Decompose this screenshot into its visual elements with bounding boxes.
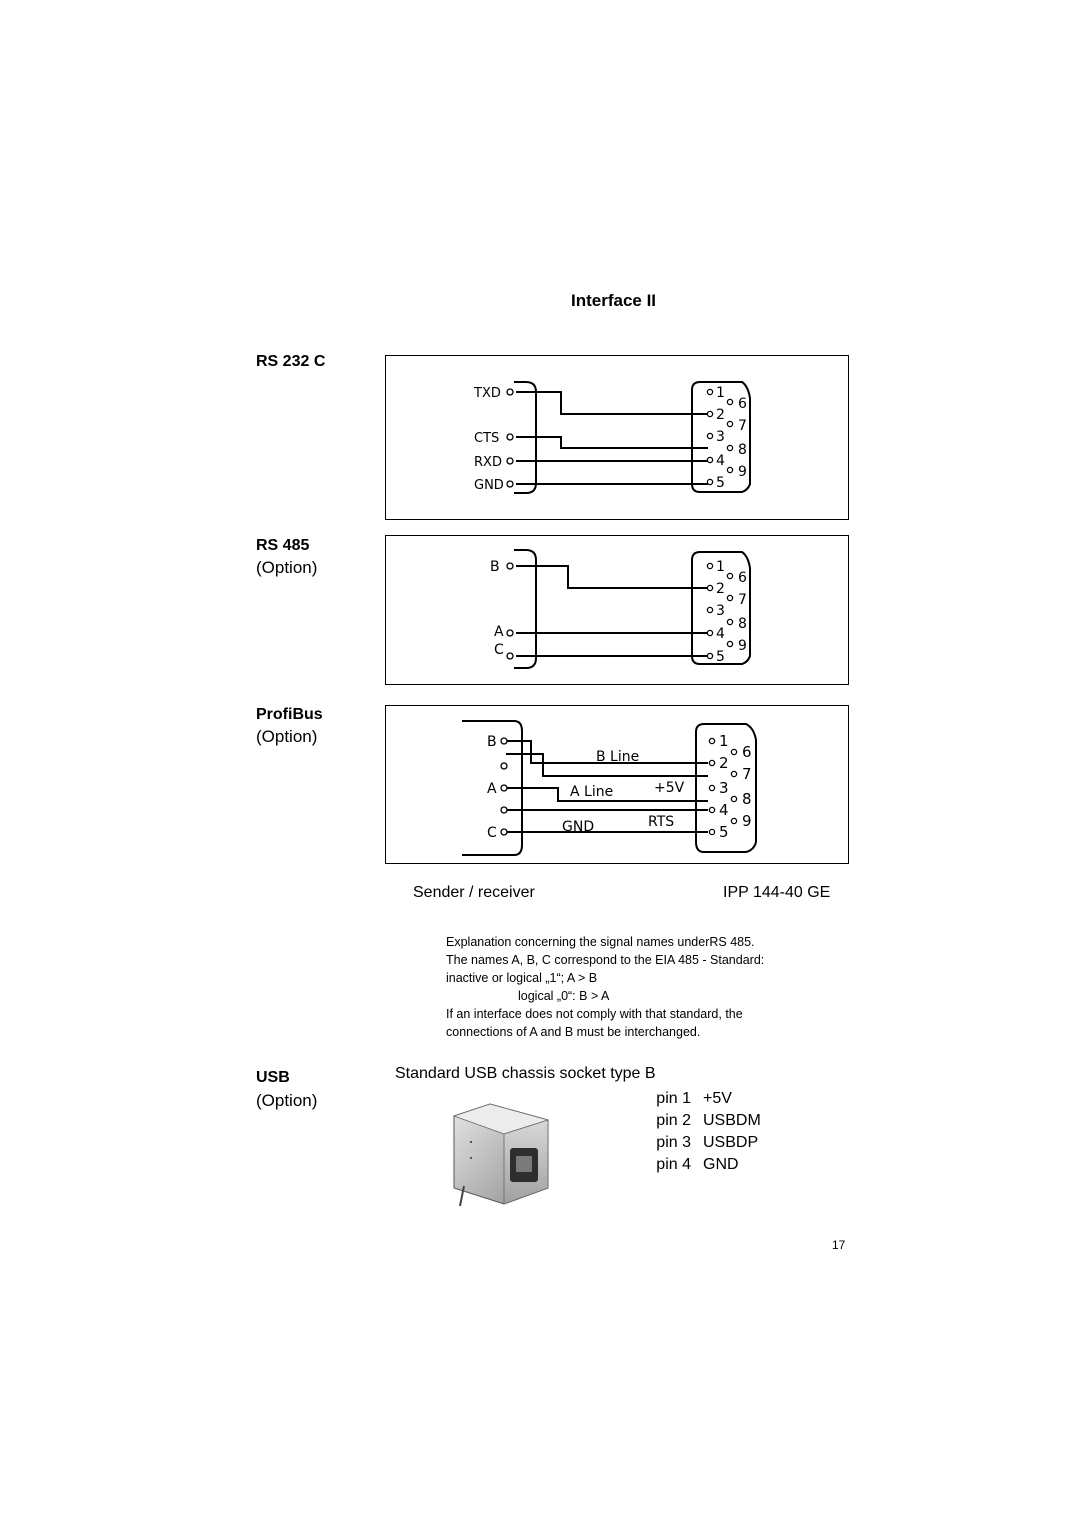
line-label-gnd: GND (562, 819, 594, 835)
rs232-title: RS 232 C (256, 353, 326, 370)
pin-number: pin 4 (656, 1156, 691, 1173)
pin-label: 4 (716, 626, 725, 642)
explanation-line: If an interface does not comply with tha… (446, 1007, 743, 1021)
pin-label: 7 (738, 592, 747, 608)
pin-number: pin 3 (656, 1134, 691, 1151)
pin-label: 8 (738, 616, 747, 632)
rs485-subtitle: (Option) (256, 558, 318, 577)
usb-socket-image (440, 1102, 560, 1210)
page-number: 17 (832, 1238, 846, 1252)
pin-label: 3 (716, 603, 725, 619)
explanation-line: Explanation concerning the signal names … (446, 935, 755, 949)
pin-label: 9 (738, 638, 747, 654)
usb-pin-row: pin 1 +5V (641, 1088, 761, 1110)
pin-signal: USBDM (703, 1112, 761, 1129)
line-label-a: A Line (570, 784, 613, 800)
usb-pin-list: pin 1 +5V pin 2 USBDM pin 3 USBDP pin 4 … (641, 1088, 761, 1176)
pin-label: 4 (716, 453, 725, 469)
line-label-b: B Line (596, 749, 639, 765)
device-label: IPP 144-40 GE (723, 884, 831, 901)
signal-txd: TXD (473, 386, 501, 401)
pin-label: 2 (716, 407, 725, 423)
line-label-rts: RTS (648, 814, 674, 830)
pin-label: 8 (742, 790, 752, 808)
rs485-diagram: B A C 1 2 3 4 5 6 7 8 9 (385, 535, 849, 685)
pin-label: 9 (742, 812, 752, 830)
pin-label: 2 (716, 581, 725, 597)
pin-label: 1 (716, 559, 725, 575)
pin-signal: USBDP (703, 1134, 759, 1151)
pin-label: 3 (719, 779, 729, 797)
pin-label: 7 (742, 765, 752, 783)
pin-label: 5 (716, 475, 725, 491)
rs485-wiring: B A C 1 2 3 4 5 6 7 8 9 (490, 549, 751, 669)
profibus-title: ProfiBus (256, 706, 323, 723)
usb-description: Standard USB chassis socket type B (395, 1065, 656, 1082)
explanation-line: inactive or logical „1“; A > B (446, 971, 598, 985)
pin-label: 6 (742, 743, 752, 761)
explanation-line: connections of A and B must be interchan… (446, 1025, 701, 1039)
pin-signal: +5V (703, 1090, 732, 1107)
pin-label: 9 (738, 464, 747, 480)
line-label-5v: +5V (654, 780, 685, 796)
profibus-wiring: B A C B Line A Line +5V GND RTS 1 2 3 4 … (462, 720, 757, 856)
rs232-wiring: TXD CTS RXD GND 1 2 3 4 5 6 7 8 9 (473, 381, 751, 494)
pin-label: 6 (738, 396, 747, 412)
rs485-title: RS 485 (256, 537, 310, 554)
usb-pin-row: pin 3 USBDP (641, 1132, 761, 1154)
signal-rxd: RXD (474, 455, 502, 470)
pin-number: pin 1 (656, 1090, 691, 1107)
signal-a: A (494, 624, 504, 640)
pin-label: 5 (716, 649, 725, 665)
usb-title: USB (256, 1069, 290, 1086)
profibus-subtitle: (Option) (256, 727, 318, 746)
pin-label: 7 (738, 418, 747, 434)
rs232-diagram: TXD CTS RXD GND 1 2 3 4 5 6 7 8 9 (385, 355, 849, 520)
signal-c: C (494, 642, 504, 658)
usb-pin-row: pin 4 GND (641, 1154, 761, 1176)
signal-c: C (487, 825, 497, 841)
pin-label: 2 (719, 754, 729, 772)
pin-label: 6 (738, 570, 747, 586)
explanation-block: Explanation concerning the signal names … (446, 933, 826, 1041)
pin-label: 8 (738, 442, 747, 458)
usb-subtitle: (Option) (256, 1091, 318, 1110)
signal-b: B (490, 559, 500, 575)
pin-number: pin 2 (656, 1112, 691, 1129)
signal-a: A (487, 781, 497, 797)
pin-label: 3 (716, 429, 725, 445)
signal-gnd: GND (474, 478, 504, 493)
page-title: Interface II (571, 291, 657, 310)
sender-receiver-label: Sender / receiver (413, 884, 535, 901)
explanation-line: The names A, B, C correspond to the EIA … (446, 953, 765, 967)
signal-cts: CTS (474, 431, 499, 446)
explanation-line: logical „0“: B > A (518, 989, 610, 1003)
pin-signal: GND (703, 1156, 739, 1173)
pin-label: 1 (716, 385, 725, 401)
profibus-diagram: B A C B Line A Line +5V GND RTS 1 2 3 4 … (385, 705, 849, 864)
pin-label: 4 (719, 801, 729, 819)
pin-label: 5 (719, 823, 729, 841)
pin-label: 1 (719, 732, 729, 750)
signal-b: B (487, 734, 497, 750)
usb-pin-row: pin 2 USBDM (641, 1110, 761, 1132)
